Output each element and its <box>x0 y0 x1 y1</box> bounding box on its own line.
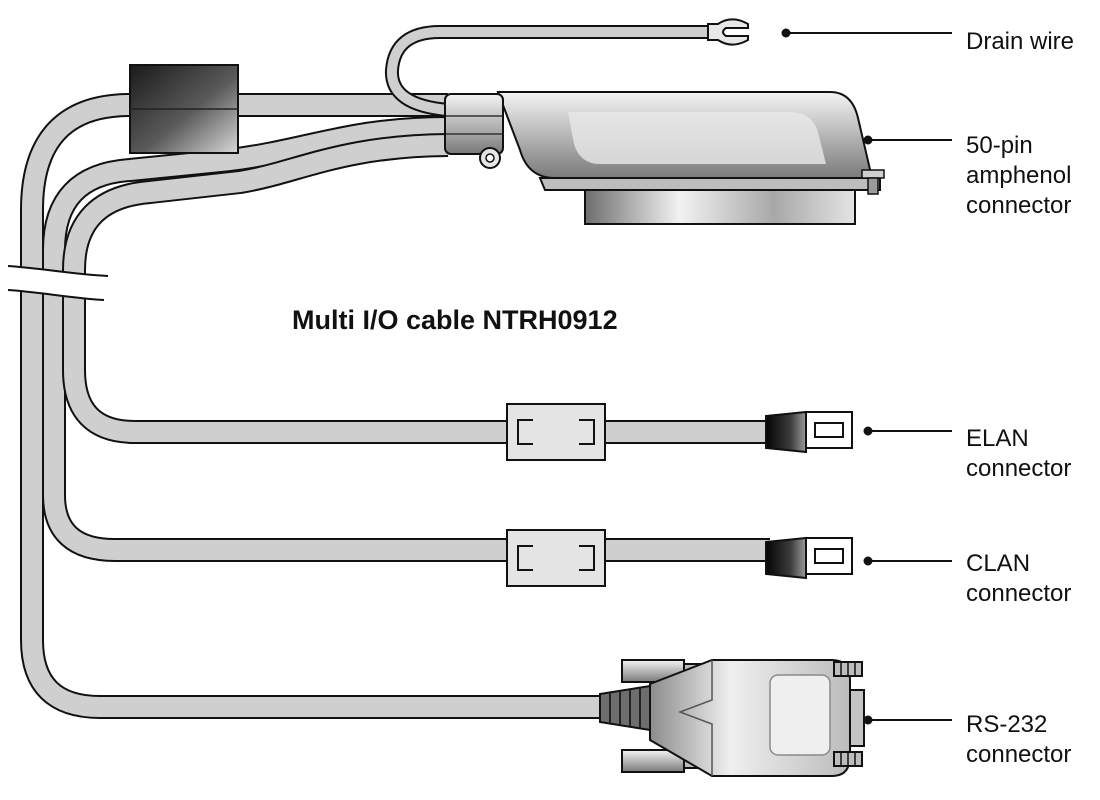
elan-label-line-1: ELAN <box>966 425 1029 452</box>
rs232-connector <box>599 659 865 777</box>
rs232-label-line-2: connector <box>966 741 1072 768</box>
elan-connector-label: ELAN connector <box>966 424 1071 484</box>
clan-label-line-1: CLAN <box>966 550 1031 577</box>
clan-label-line-2: connector <box>966 580 1072 607</box>
amphenol-label-line-3: connector <box>966 192 1072 219</box>
amphenol-label-line-2: amphenol <box>966 162 1072 189</box>
elan-ferrite <box>506 403 606 461</box>
cable-break-mark <box>7 265 109 301</box>
clan-ferrite <box>506 529 606 587</box>
ferrite-block <box>129 64 239 154</box>
cable-bundle <box>20 25 770 719</box>
clan-connector-label: CLAN connector <box>966 549 1071 609</box>
amphenol-connector <box>444 91 885 225</box>
elan-label-line-2: connector <box>966 455 1072 482</box>
drain-wire-label-line: Drain wire <box>966 28 1075 55</box>
diagram-title: Multi I/O cable NTRH0912 <box>292 305 618 335</box>
clan-plug <box>765 536 853 580</box>
rs232-connector-label: RS-232 connector <box>966 710 1071 770</box>
amphenol-label-line-1: 50-pin <box>966 132 1033 159</box>
rs232-label-line-1: RS-232 <box>966 711 1048 738</box>
elan-plug <box>765 410 853 454</box>
drain-wire-label: Drain wire <box>966 27 1074 57</box>
leader-lines <box>781 28 952 725</box>
drain-wire-terminal <box>707 18 749 46</box>
amphenol-connector-label: 50-pin amphenol connector <box>966 131 1071 221</box>
